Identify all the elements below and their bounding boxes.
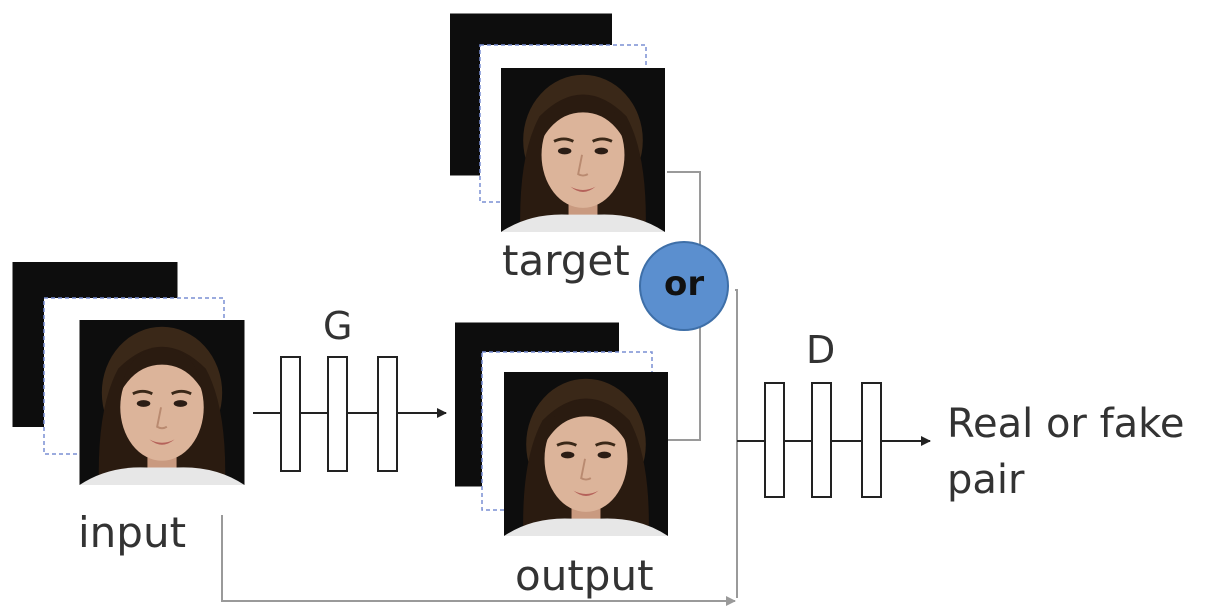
discriminator-network — [764, 382, 882, 498]
generator-label: G — [323, 304, 353, 348]
result-label: Real or fake pair — [947, 396, 1185, 508]
face-photo-icon — [503, 372, 669, 536]
input-skip-connector — [221, 515, 736, 606]
output-label: output — [515, 551, 654, 600]
result-line-2: pair — [947, 457, 1025, 503]
layer-block-icon — [811, 382, 832, 498]
discriminator-label: D — [806, 328, 836, 372]
or-circle — [639, 241, 729, 331]
generator-network — [280, 356, 398, 472]
target-label: target — [502, 236, 630, 285]
layer-block-icon — [280, 356, 301, 472]
pair-bus-line — [735, 289, 738, 598]
layer-block-icon — [764, 382, 785, 498]
layer-block-icon — [327, 356, 348, 472]
face-photo-icon — [78, 320, 246, 485]
output-image-stack — [455, 322, 669, 536]
result-line-1: Real or fake — [947, 401, 1185, 447]
target-image-stack — [450, 13, 666, 232]
layer-block-icon — [861, 382, 882, 498]
input-label: input — [78, 508, 187, 557]
or-label: or — [664, 264, 705, 304]
input-image-stack — [12, 262, 246, 485]
layer-block-icon — [377, 356, 398, 472]
face-photo-icon — [500, 68, 666, 232]
